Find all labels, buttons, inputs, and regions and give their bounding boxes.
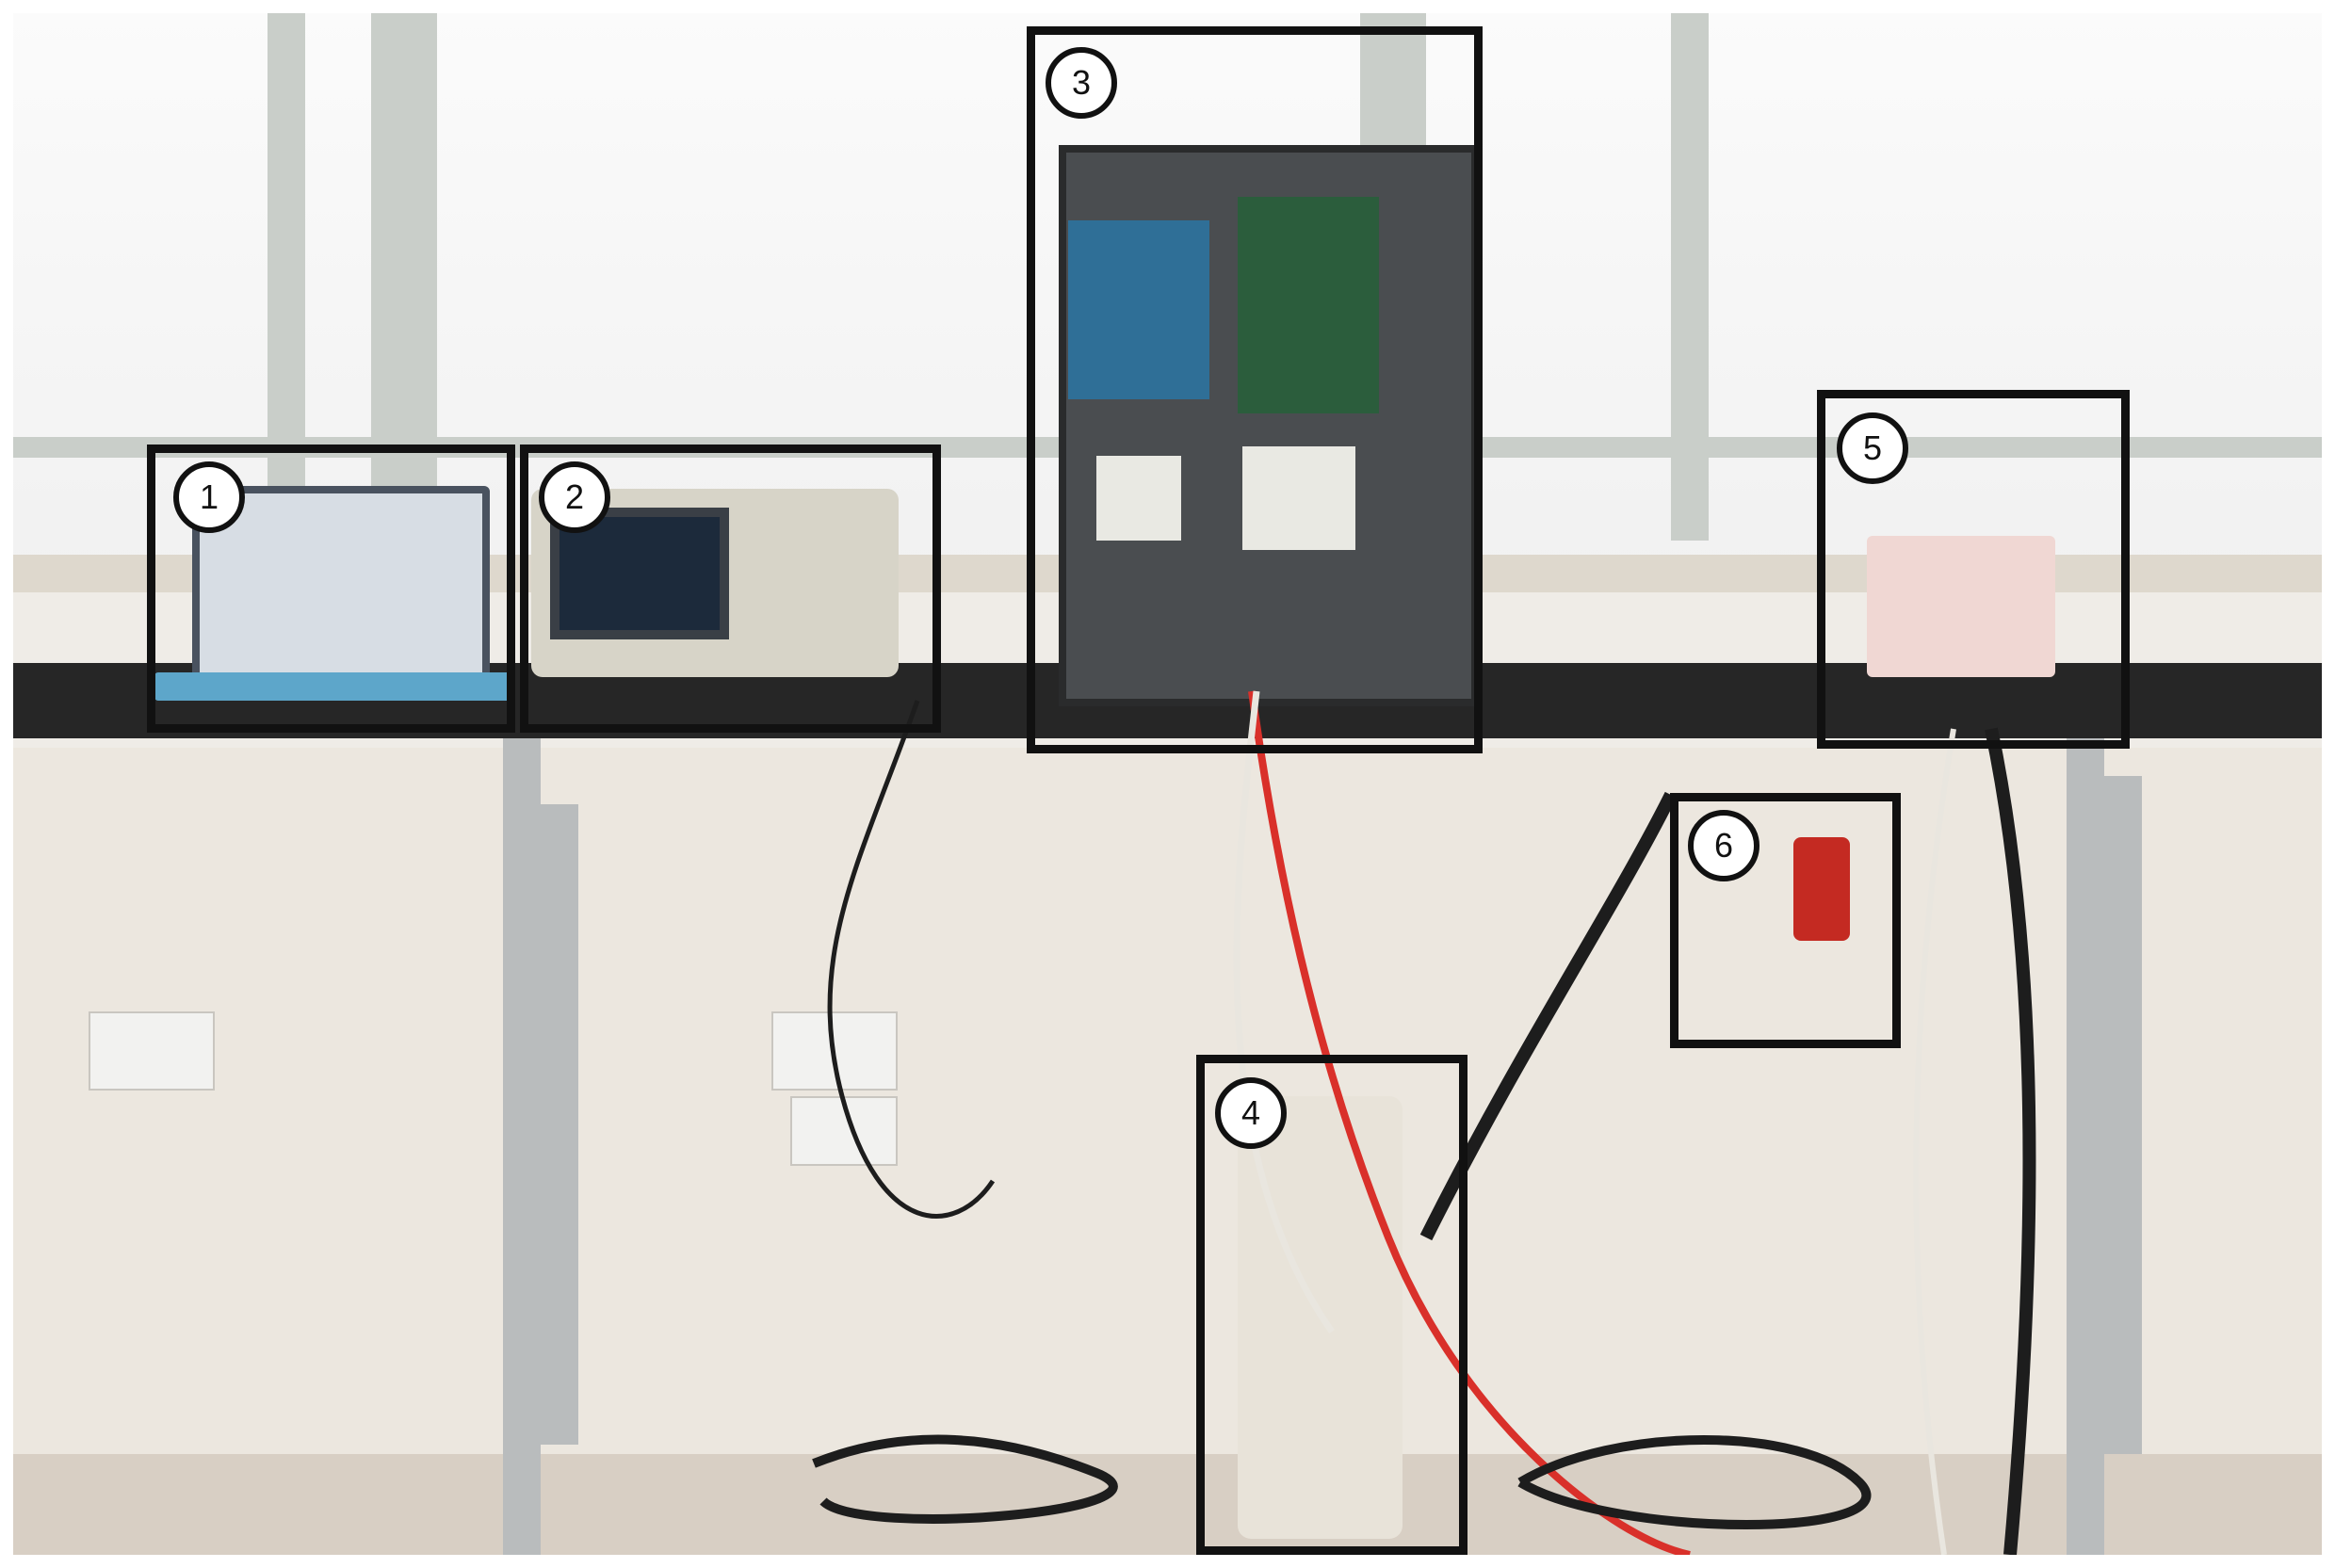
callout-box-6 bbox=[1670, 793, 1901, 1048]
laptop-base bbox=[154, 672, 512, 701]
callout-box-1 bbox=[147, 445, 515, 733]
white-cable bbox=[1233, 690, 1335, 1334]
black-cable bbox=[827, 700, 996, 1219]
bench-leg bbox=[2067, 738, 2104, 1555]
bench-leg bbox=[541, 804, 578, 1445]
transformer bbox=[1867, 536, 2055, 677]
callout-number-2: 2 bbox=[539, 461, 610, 533]
callout-box-4 bbox=[1196, 1055, 1467, 1555]
black-cable bbox=[1985, 727, 2036, 1555]
callout-number-5: 5 bbox=[1837, 412, 1908, 484]
bench-leg bbox=[503, 738, 541, 1555]
wall-outlet bbox=[89, 1011, 215, 1091]
callout-number-3: 3 bbox=[1046, 47, 1117, 119]
red-plug bbox=[1793, 837, 1850, 941]
callout-number-4: 4 bbox=[1215, 1077, 1287, 1149]
white-cable bbox=[1913, 728, 1956, 1555]
callout-box-3 bbox=[1027, 26, 1483, 753]
black-cable bbox=[812, 1434, 1118, 1524]
callout-box-5 bbox=[1817, 390, 2130, 749]
circuit-board bbox=[1068, 220, 1209, 399]
lab-setup-photo: 1 2 3 4 5 6 bbox=[13, 13, 2322, 1555]
callout-number-1: 1 bbox=[173, 461, 245, 533]
wall bbox=[13, 748, 2322, 1501]
black-cable bbox=[1517, 1435, 1872, 1529]
bench-leg bbox=[2104, 776, 2142, 1454]
breaker-bank bbox=[1242, 446, 1355, 550]
circuit-board bbox=[1238, 197, 1379, 413]
callout-number-6: 6 bbox=[1688, 810, 1759, 881]
terminal-block bbox=[1096, 456, 1181, 541]
callout-box-2 bbox=[520, 445, 941, 733]
